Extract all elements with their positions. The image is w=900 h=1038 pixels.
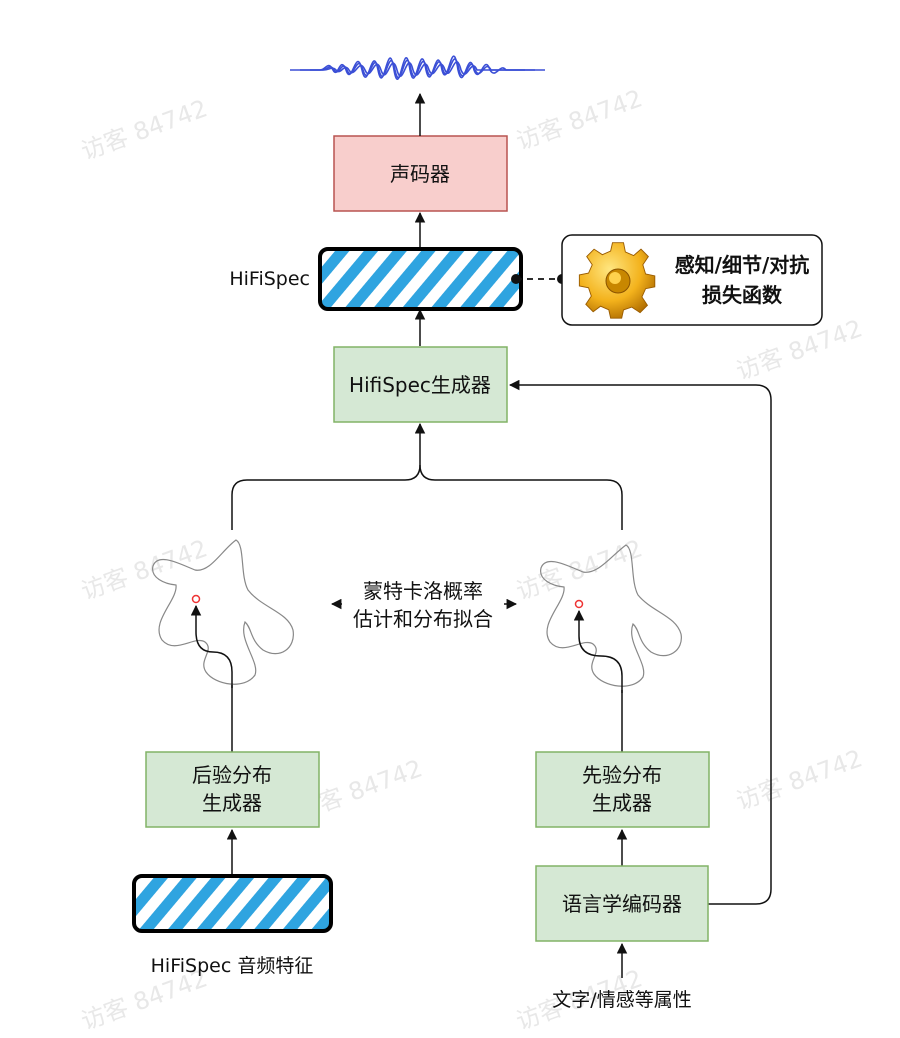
prior-label-line2: 生成器 [592, 791, 652, 815]
arrow-encoder-to-generator [508, 379, 772, 905]
arrow-prior-gen-to-sample [573, 609, 623, 693]
arrow-posterior-gen-to-sample [190, 604, 233, 688]
prior-distribution-shape [540, 544, 682, 687]
prior-generator-box [535, 751, 710, 828]
posterior-generator-box [145, 751, 320, 828]
vocoder-label: 声码器 [390, 162, 450, 186]
arrow-posterior-to-generator [231, 422, 426, 530]
posterior-sample-point [191, 594, 201, 604]
watermark: 访客 84742 [732, 744, 866, 815]
posterior-label-line1: 后验分布 [192, 763, 272, 787]
loss-label-line1: 感知/细节/对抗 [675, 253, 810, 277]
loss-label-line2: 损失函数 [702, 283, 783, 307]
watermark: 访客 84742 [512, 84, 646, 155]
audio-feature-spectrogram [132, 874, 333, 933]
mc-label-line2: 估计和分布拟合 [353, 607, 493, 631]
prior-sample-point [574, 599, 584, 609]
gear-icon [578, 242, 656, 319]
mc-label-line1: 蒙特卡洛概率 [363, 579, 483, 603]
prior-label-line1: 先验分布 [582, 763, 662, 787]
watermark: 访客 84742 [77, 534, 211, 605]
connector-dot [511, 274, 521, 284]
posterior-distribution-shape [152, 539, 294, 685]
hifispec-spectrogram [318, 247, 523, 311]
linguistic-encoder-label: 语言学编码器 [562, 892, 682, 916]
text-input-label: 文字/情感等属性 [552, 989, 691, 1011]
posterior-label-line2: 生成器 [202, 791, 262, 815]
vocoder-box [333, 135, 508, 212]
generator-box [333, 346, 508, 423]
linguistic-encoder-box [535, 865, 709, 942]
generator-label: HifiSpec生成器 [349, 373, 491, 397]
mc-label-bg [342, 574, 504, 634]
path-prior-to-generator [419, 464, 623, 530]
watermark: 访客 84742 [77, 94, 211, 165]
audio-feature-label: HiFiSpec 音频特征 [151, 955, 314, 977]
hifispec-label: HiFiSpec [229, 268, 310, 290]
waveform-icon [290, 55, 545, 80]
